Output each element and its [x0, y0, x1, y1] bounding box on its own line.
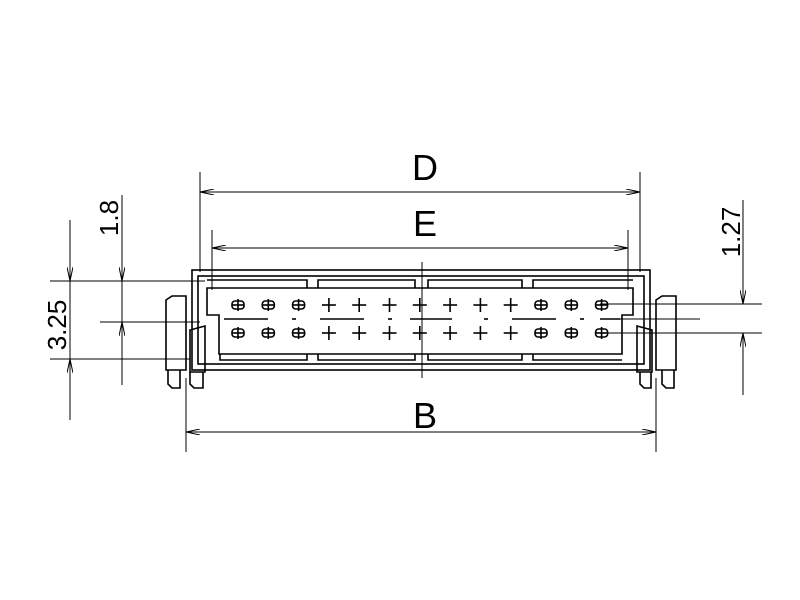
pin: [503, 326, 518, 340]
pin: [291, 299, 306, 311]
pin: [594, 299, 609, 311]
pin: [352, 298, 367, 312]
pin: [291, 327, 306, 339]
label-b: B: [413, 395, 437, 436]
pin: [443, 298, 458, 312]
pin: [382, 298, 397, 312]
pin: [352, 326, 367, 340]
pin: [443, 326, 458, 340]
dimension-b: B: [185, 378, 657, 452]
dimension-e: E: [211, 203, 629, 290]
pin: [564, 327, 579, 339]
label-1-8: 1.8: [94, 200, 124, 236]
pin: [231, 327, 245, 339]
pin: [231, 299, 245, 311]
label-e: E: [413, 203, 437, 244]
connector-body: [140, 262, 677, 389]
pin: [321, 298, 336, 312]
pin: [412, 298, 427, 312]
pin: [503, 298, 518, 312]
dimension-right: 1.27: [600, 200, 762, 395]
label-d: D: [412, 147, 438, 188]
pin: [534, 299, 548, 311]
label-3-25: 3.25: [42, 300, 72, 351]
pin: [261, 299, 276, 311]
pin: [261, 327, 276, 339]
dimension-d: D: [199, 147, 641, 272]
pin: [412, 326, 427, 340]
pin: [594, 327, 609, 339]
pin: [382, 326, 397, 340]
pin: [321, 326, 336, 340]
pin: [473, 298, 488, 312]
pin-grid: [224, 298, 620, 340]
label-1-27: 1.27: [716, 207, 746, 258]
pin: [534, 327, 548, 339]
pin: [473, 326, 488, 340]
pin: [564, 299, 579, 311]
